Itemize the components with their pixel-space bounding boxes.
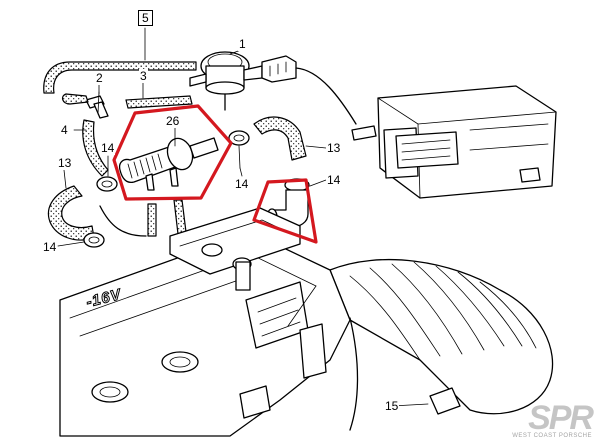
callout-15: 15 [384,399,400,413]
control-unit [351,85,557,199]
hose-part-13-left [47,185,95,241]
clamp-14-c [83,232,105,248]
hose-part-3 [125,95,193,109]
hose-lower-right [173,199,187,235]
highlight-elbow [252,178,318,244]
callout-14-a: 14 [100,141,116,155]
callout-3: 3 [139,69,148,83]
callout-5: 5 [138,10,153,26]
watermark: SPR WEST COAST PORSCHE [472,399,594,439]
highlight-valve-26 [112,104,233,201]
clamp-14-a [96,176,118,192]
callout-26: 26 [165,114,181,128]
callout-14-d: 14 [42,240,58,254]
callout-13-b: 13 [326,141,342,155]
clamp-14-b [228,130,250,169]
watermark-logo: SPR [528,399,594,437]
t-connector-part-2 [61,91,109,119]
callout-2: 2 [95,71,104,85]
callout-14-b: 14 [234,177,250,191]
callout-14-c: 14 [326,173,342,187]
hose-part-13-right [253,116,307,161]
intake-duct [329,258,554,431]
hose-part-5 [43,61,197,94]
vacuum-unit-part-1 [189,51,357,125]
watermark-text: WEST COAST PORSCHE [512,433,592,439]
callout-1: 1 [238,37,247,51]
callout-13-a: 13 [57,156,73,170]
callout-4: 4 [60,123,69,137]
valve-part-26 [118,137,219,191]
hose-lower-left [147,203,157,237]
engine-block [59,207,351,437]
